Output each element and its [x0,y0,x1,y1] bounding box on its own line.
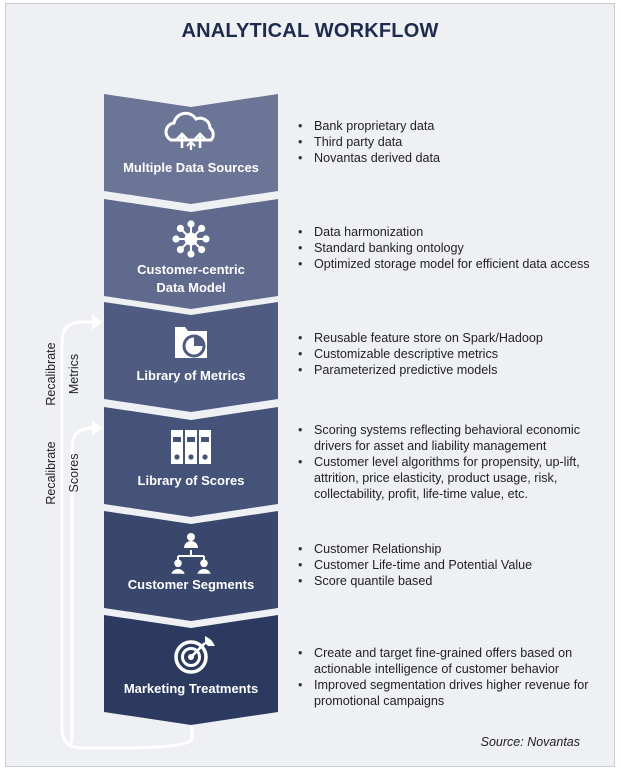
arrowhead-icon [92,420,102,436]
stage-chevron [104,615,278,725]
diagram-title: ANALYTICAL WORKFLOW [181,20,439,42]
stage-5: Customer Segments [104,511,278,621]
target-arrow-icon [174,636,215,674]
stage-label: Library of Scores [138,473,245,488]
stage-chevron [104,511,278,621]
binders-icon [171,430,211,464]
stage-3: Library of Metrics [104,302,278,412]
stage-label: Multiple Data Sources [123,160,259,175]
org-people-icon [171,533,211,574]
loop-label-metrics-2: Metrics [67,354,81,394]
stage-label: Customer Segments [128,577,254,592]
stage-label: Marketing Treatments [124,681,258,696]
recalibrate-scores-arrow [67,426,93,747]
network-hub-icon [172,220,210,258]
stage-label: Library of Metrics [136,368,245,383]
loop-label-metrics-1: Recalibrate [44,342,58,405]
stage-6: Marketing Treatments [104,615,278,725]
folder-chart-icon [175,327,207,358]
source-note: Source: Novantas [480,735,580,749]
loop-label-scores-2: Scores [67,454,81,493]
recalibrate-metrics-arrow [60,320,194,750]
stage-4: Library of Scores [104,407,278,517]
cloud-upload-icon [164,111,215,150]
loop-label-scores-1: Recalibrate [44,441,58,504]
arrowhead-icon [92,314,102,330]
stage-1: Multiple Data Sources [104,94,278,204]
